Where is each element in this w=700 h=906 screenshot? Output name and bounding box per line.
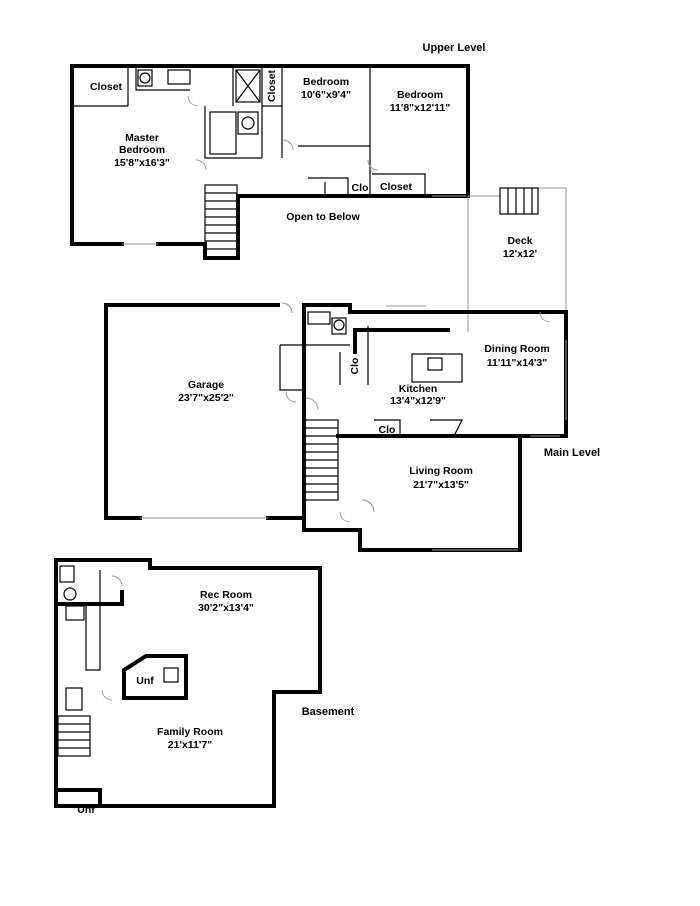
basement-level-label: Basement (302, 706, 355, 718)
upper-closet-vertical-label: Closet (266, 69, 278, 102)
main-clo-vertical-label: Clo (349, 358, 361, 375)
unf-center-label: Unf (136, 675, 154, 687)
master-bedroom-name-line1: Master (125, 132, 159, 144)
bedroom-2-name: Bedroom (303, 76, 349, 88)
master-bedroom-name-line2: Bedroom (119, 144, 165, 156)
garage-dims: 23'7"x25'2" (178, 392, 234, 404)
dining-room-name: Dining Room (484, 343, 549, 355)
dining-room-dims: 11'11"x14'3" (487, 357, 548, 369)
upper-level-plan (70, 64, 470, 260)
main-level-plan (104, 187, 568, 552)
rec-room-name: Rec Room (200, 589, 252, 601)
main-level-label: Main Level (544, 447, 600, 459)
bedroom-2-dims: 10'6"x9'4" (301, 89, 351, 101)
family-room-name: Family Room (157, 726, 223, 738)
main-clo-label: Clo (379, 424, 396, 436)
upper-closet-label: Closet (90, 81, 123, 93)
living-room-name: Living Room (409, 465, 473, 477)
kitchen-name: Kitchen (399, 383, 438, 395)
unf-corner-label: Unf (77, 804, 95, 816)
bedroom-3-name: Bedroom (397, 89, 443, 101)
rec-room-dims: 30'2"x13'4" (198, 602, 254, 614)
upper-level-label: Upper Level (423, 42, 486, 54)
upper-clo-label: Clo (352, 182, 369, 194)
master-bedroom-dims: 15'8"x16'3" (114, 157, 170, 169)
kitchen-dims: 13'4"x12'9" (390, 395, 446, 407)
bedroom-3-dims: 11'8"x12'11" (390, 102, 451, 114)
open-to-below-label: Open to Below (286, 211, 360, 223)
garage-name: Garage (188, 379, 224, 391)
deck-dims: 12'x12' (503, 248, 537, 260)
upper-closet-small-label: Closet (380, 181, 413, 193)
living-room-dims: 21'7"x13'5" (413, 479, 469, 491)
family-room-dims: 21'x11'7" (168, 739, 212, 751)
deck-name: Deck (507, 235, 532, 247)
basement-plan (54, 558, 322, 808)
